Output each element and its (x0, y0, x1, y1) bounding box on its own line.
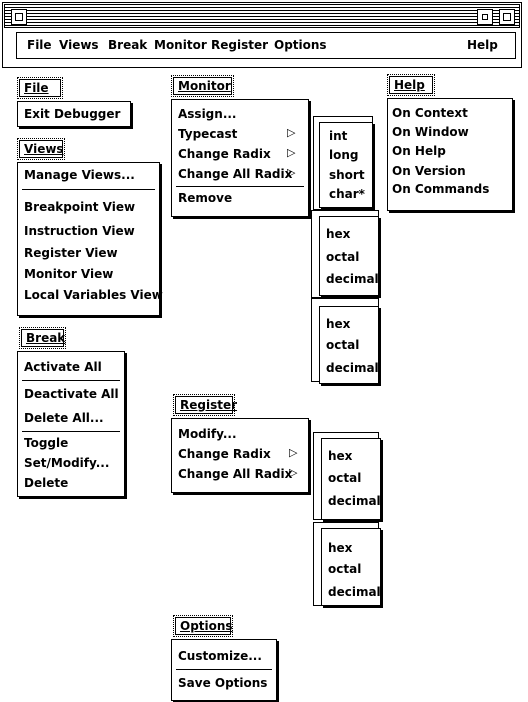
file-menu: Exit Debugger (17, 101, 131, 127)
menu-item-set-modify[interactable]: Set/Modify... (24, 456, 110, 470)
menu-item-decimal[interactable]: decimal (326, 272, 379, 286)
register-menu-title[interactable]: Register (173, 394, 238, 416)
options-menu-title[interactable]: Options (173, 615, 233, 637)
menu-item-register-view[interactable]: Register View (24, 246, 118, 260)
menu-item-activate-all[interactable]: Activate All (24, 360, 102, 374)
menu-item-octal[interactable]: octal (326, 250, 360, 264)
break-menu-title-label: Break (26, 331, 66, 345)
menu-item-on-window[interactable]: On Window (392, 125, 469, 139)
menu-item-exit-debugger[interactable]: Exit Debugger (24, 107, 121, 121)
menu-item-monitor-view[interactable]: Monitor View (24, 267, 114, 281)
break-menu-title[interactable]: Break (19, 327, 66, 349)
menu-item-change-radix[interactable]: Change Radix (178, 447, 271, 461)
monitor-menu-title[interactable]: Monitor (171, 75, 234, 97)
submenu-arrow-icon: ▷ (289, 466, 298, 479)
menu-item-save-options[interactable]: Save Options (178, 676, 268, 690)
menu-item-breakpoint-view[interactable]: Breakpoint View (24, 200, 136, 214)
maximize-button[interactable] (499, 9, 515, 25)
separator (176, 186, 304, 187)
views-menu-title-label: Views (24, 142, 64, 156)
menubar-monitor[interactable]: Monitor (154, 38, 207, 52)
window-menu-icon (15, 13, 23, 21)
menu-item-hex[interactable]: hex (328, 449, 353, 463)
menu-item-decimal[interactable]: decimal (326, 361, 379, 375)
register-all-radix-submenu: hex octal decimal (321, 528, 381, 606)
menu-item-customize[interactable]: Customize... (178, 649, 262, 663)
menu-item-manage-views[interactable]: Manage Views... (24, 168, 135, 182)
maximize-icon (503, 13, 511, 21)
menu-item-delete-all[interactable]: Delete All... (24, 411, 104, 425)
menu-item-change-all-radix[interactable]: Change All Radix (178, 467, 293, 481)
menu-item-assign[interactable]: Assign... (178, 107, 237, 121)
minimize-button[interactable] (477, 9, 493, 25)
separator (22, 189, 155, 190)
views-menu: Manage Views... Breakpoint View Instruct… (17, 162, 163, 316)
menu-item-deactivate-all[interactable]: Deactivate All (24, 387, 119, 401)
menubar-file[interactable]: File (27, 38, 52, 52)
menu-item-remove[interactable]: Remove (178, 191, 233, 205)
help-menu-title-label: Help (394, 78, 425, 92)
menubar-views[interactable]: Views (59, 38, 99, 52)
menu-bar: File Views Break Monitor Register Option… (16, 32, 516, 59)
menu-item-local-variables-view[interactable]: Local Variables View (24, 288, 163, 302)
separator (176, 669, 272, 670)
register-radix-submenu: hex octal decimal (321, 438, 381, 520)
menu-item-octal[interactable]: octal (328, 562, 362, 576)
menu-item-change-all-radix[interactable]: Change All Radix (178, 167, 293, 181)
separator (22, 431, 120, 432)
monitor-radix-submenu: hex octal decimal (319, 216, 379, 296)
menubar-break[interactable]: Break (108, 38, 148, 52)
menubar-help[interactable]: Help (467, 38, 498, 52)
menu-item-modify[interactable]: Modify... (178, 427, 237, 441)
menu-item-on-help[interactable]: On Help (392, 144, 446, 158)
menu-item-change-radix[interactable]: Change Radix (178, 147, 271, 161)
menu-item-long[interactable]: long (329, 148, 359, 162)
menu-item-short[interactable]: short (329, 168, 365, 182)
menubar-register[interactable]: Register (211, 38, 269, 52)
menu-item-int[interactable]: int (329, 129, 348, 143)
menu-item-delete[interactable]: Delete (24, 476, 69, 490)
menu-item-on-commands[interactable]: On Commands (392, 182, 490, 196)
help-menu-title[interactable]: Help (387, 74, 435, 96)
menu-item-on-context[interactable]: On Context (392, 106, 468, 120)
register-menu-title-label: Register (180, 398, 238, 412)
window-menu-button[interactable] (11, 9, 27, 25)
submenu-arrow-icon: ▷ (289, 446, 298, 459)
menu-item-instruction-view[interactable]: Instruction View (24, 224, 135, 238)
window-frame (2, 2, 522, 68)
separator (22, 380, 120, 381)
minimize-icon (482, 14, 488, 20)
menu-item-char-pointer[interactable]: char* (329, 187, 365, 201)
monitor-all-radix-submenu: hex octal decimal (319, 306, 379, 384)
views-menu-title[interactable]: Views (17, 138, 65, 160)
menubar-options[interactable]: Options (274, 38, 327, 52)
register-menu: Modify... Change Radix ▷ Change All Radi… (171, 418, 309, 493)
title-bar[interactable] (4, 4, 520, 28)
file-menu-title[interactable]: File (17, 77, 63, 99)
menu-item-typecast[interactable]: Typecast (178, 127, 238, 141)
menu-item-octal[interactable]: octal (326, 338, 360, 352)
file-menu-title-label: File (24, 81, 49, 95)
monitor-menu-title-label: Monitor (178, 79, 231, 93)
submenu-arrow-icon: ▷ (287, 166, 296, 179)
menu-item-hex[interactable]: hex (326, 227, 351, 241)
typecast-submenu: int long short char* (319, 122, 373, 208)
options-menu: Customize... Save Options (171, 639, 277, 701)
menu-item-hex[interactable]: hex (326, 317, 351, 331)
menu-item-hex[interactable]: hex (328, 541, 353, 555)
submenu-arrow-icon: ▷ (287, 146, 296, 159)
menu-item-on-version[interactable]: On Version (392, 164, 466, 178)
help-menu: On Context On Window On Help On Version … (387, 98, 513, 211)
monitor-menu: Assign... Typecast ▷ Change Radix ▷ Chan… (171, 99, 309, 217)
break-menu: Activate All Deactivate All Delete All..… (17, 351, 125, 497)
menu-item-decimal[interactable]: decimal (328, 585, 381, 599)
menu-item-toggle[interactable]: Toggle (24, 436, 69, 450)
menu-item-decimal[interactable]: decimal (328, 494, 381, 508)
menu-item-octal[interactable]: octal (328, 471, 362, 485)
options-menu-title-label: Options (180, 619, 233, 633)
submenu-arrow-icon: ▷ (287, 126, 296, 139)
